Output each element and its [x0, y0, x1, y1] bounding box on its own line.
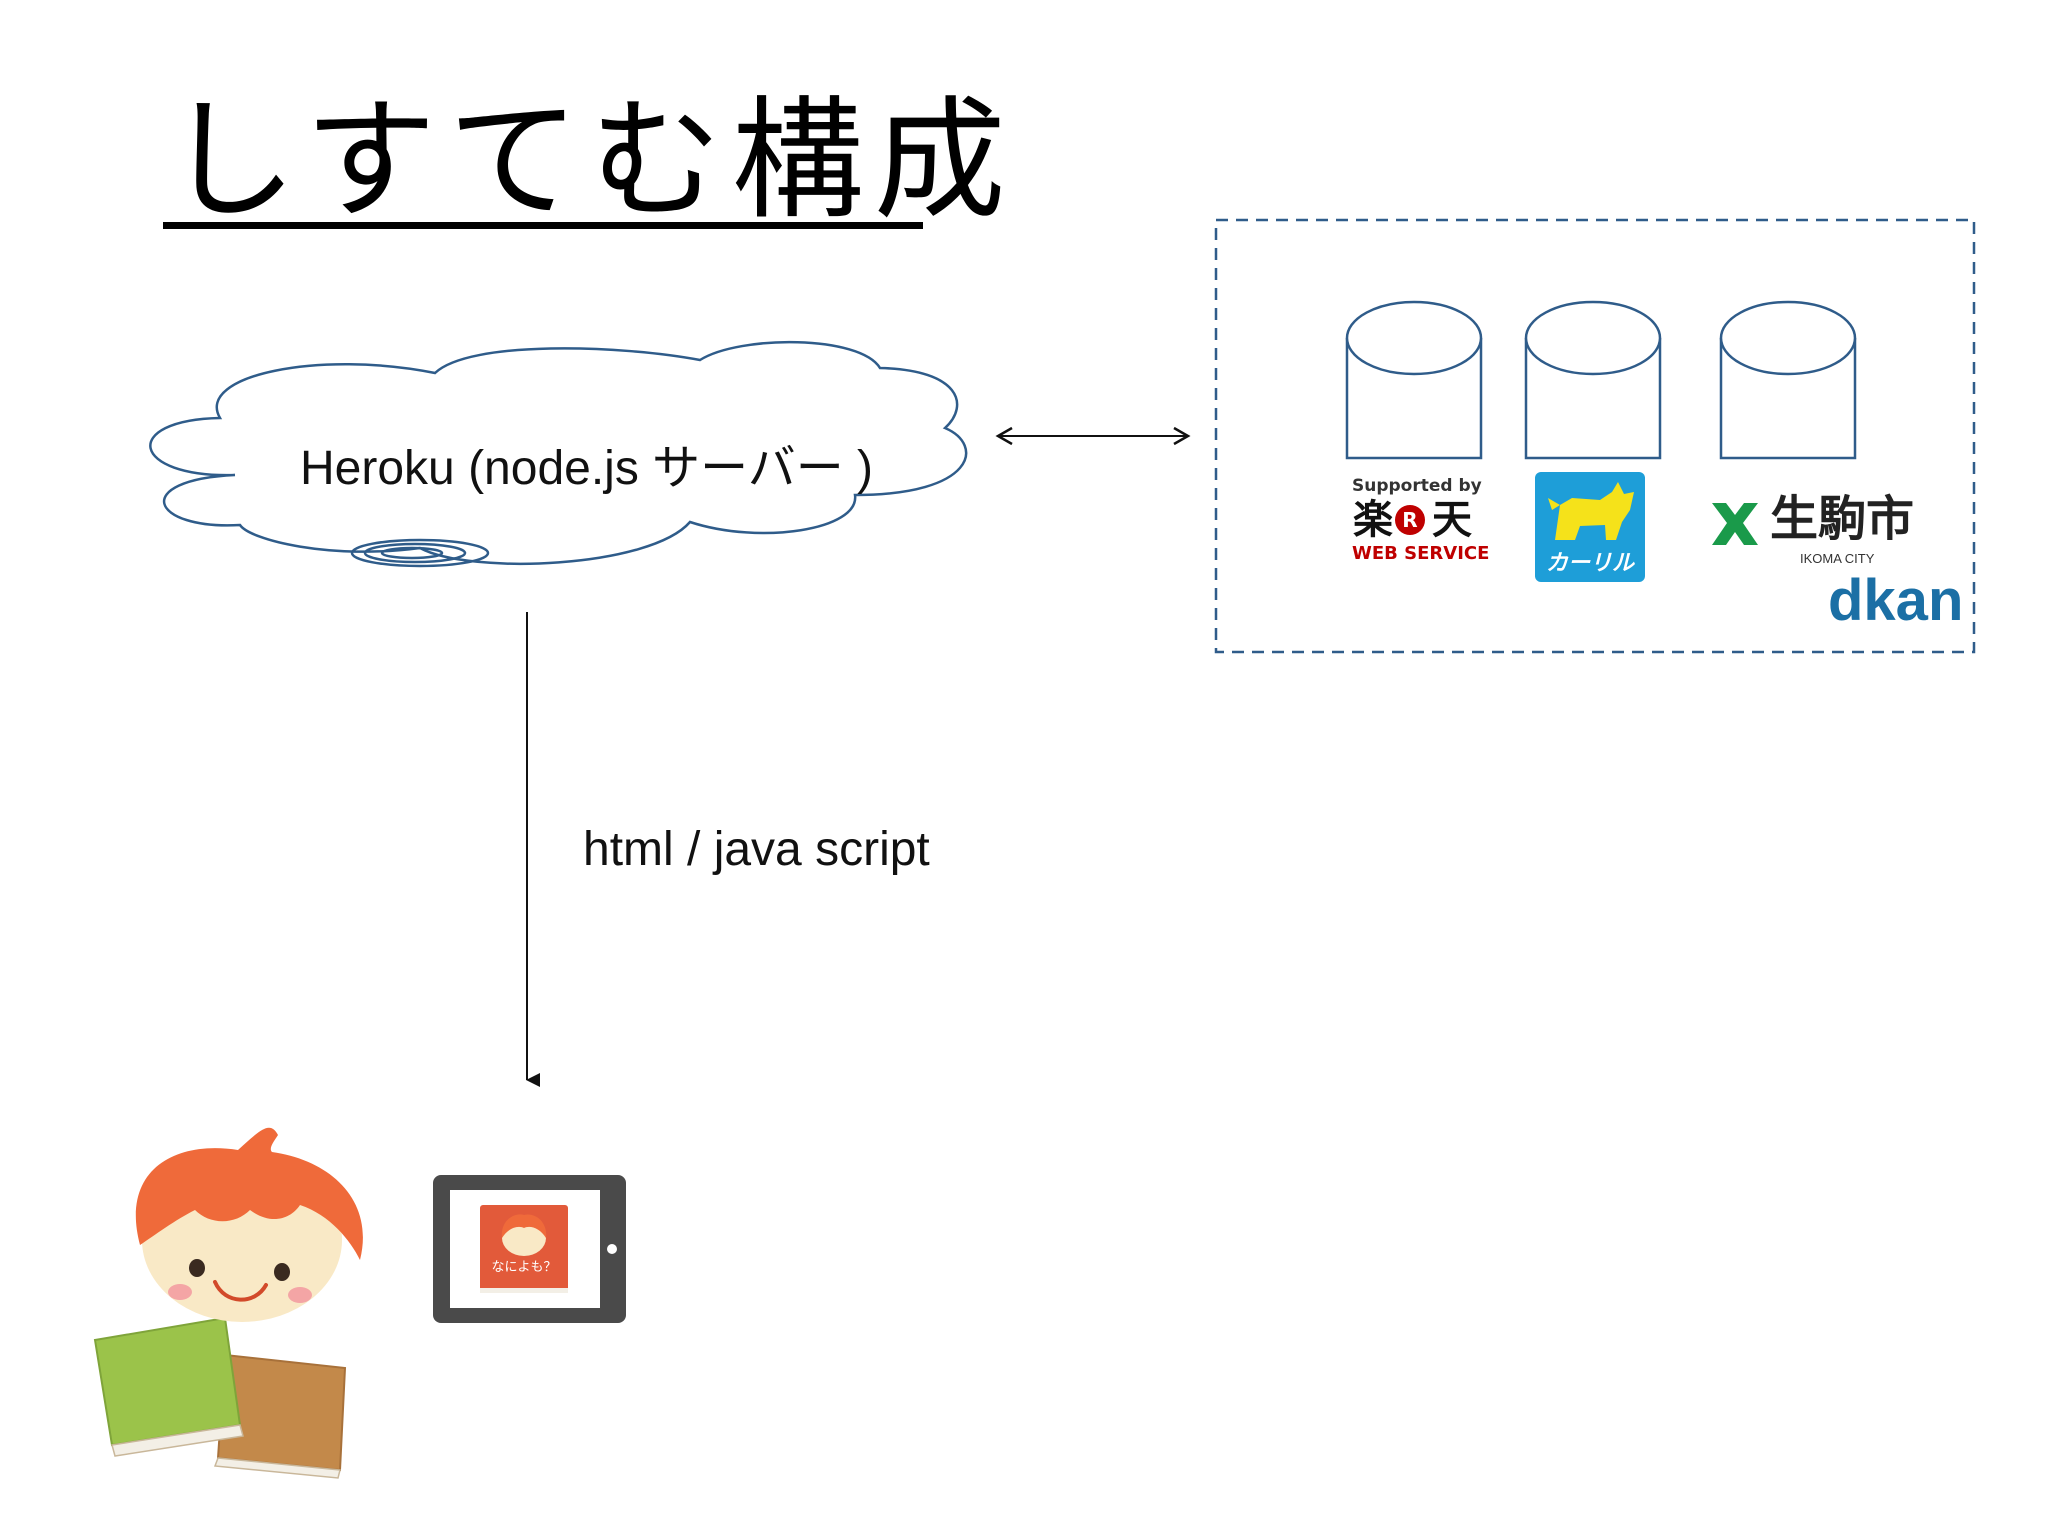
calil-logo-text: カーリル [1545, 551, 1634, 576]
tablet-screen-text: なによも？ [491, 1260, 557, 1275]
rakuten-kanji-right: 天 [1432, 497, 1472, 543]
heroku-cloud [149, 340, 968, 568]
page-title: しすてむ構成 [165, 84, 1016, 238]
calil-logo [1535, 472, 1645, 582]
rakuten-r-mark: R [1395, 505, 1425, 535]
database-cylinder-ikoma [1719, 300, 1857, 460]
rakuten-supported-by: Supported by [1352, 476, 1482, 496]
ikoma-city-kanji: 生駒市 [1770, 491, 1915, 547]
html-js-label: html / java script [583, 823, 930, 876]
ikoma-city-label: IKOMA CITY [1800, 551, 1875, 566]
database-cylinder-calil [1524, 300, 1662, 460]
calil-cat-overlay [1548, 482, 1634, 540]
data-sources-box [1214, 218, 1976, 654]
database-cylinder-rakuten [1345, 300, 1483, 460]
heroku-server-label: Heroku (node.js サーバー ) [300, 442, 874, 495]
dkan-logo: dkan [1828, 568, 1964, 633]
child-reader-icon [93, 1127, 363, 1479]
ikoma-emblem-icon [1712, 503, 1758, 545]
title-underline [163, 222, 923, 229]
tablet-device-icon [433, 1175, 626, 1323]
rakuten-kanji-left: 楽 [1353, 497, 1393, 543]
rakuten-web-service: WEB SERVICE [1352, 543, 1490, 564]
